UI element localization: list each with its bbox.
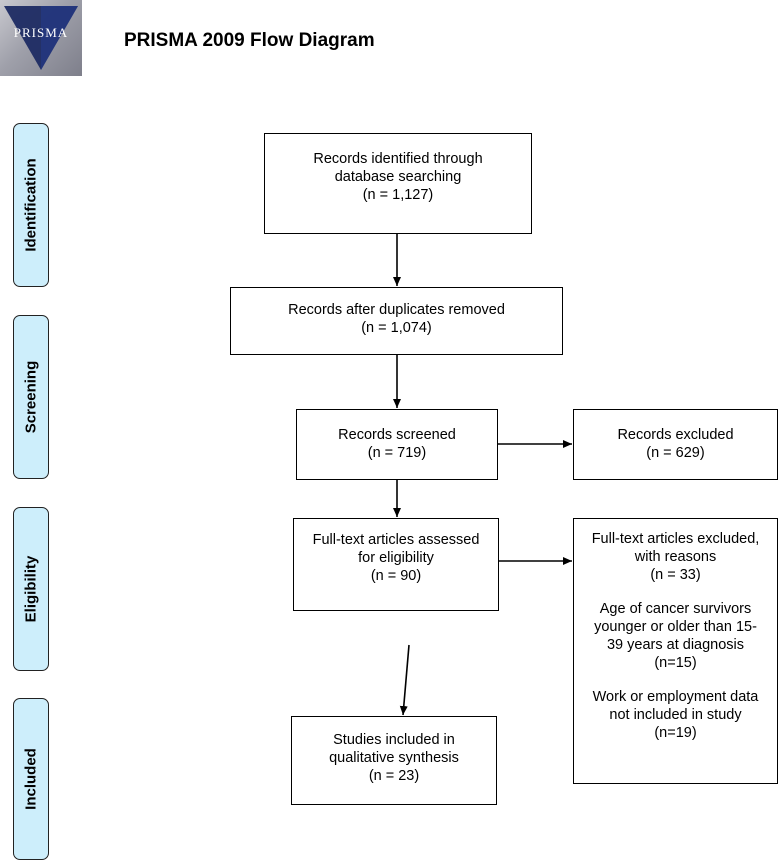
records-screened-label: Records screened	[338, 427, 456, 443]
reason-age-line-1: Age of cancer survivors	[599, 601, 752, 617]
studies-included-line-1: Studies included in	[333, 732, 455, 748]
reason-age-line-2: younger or older than 15-	[594, 619, 757, 635]
fulltext-excluded-line-1: Full-text articles excluded,	[591, 531, 760, 547]
studies-included-line-2: qualitative synthesis	[329, 750, 459, 766]
fulltext-excluded-count: (n = 33)	[650, 567, 701, 583]
records-screened-count: (n = 719)	[367, 445, 427, 461]
records-excluded-label: Records excluded	[617, 427, 734, 443]
fulltext-excluded-box: Full-text articles excluded, with reason…	[573, 518, 778, 784]
prisma-logo: PRISMA	[0, 0, 82, 76]
reason-work-count: (n=19)	[654, 725, 697, 741]
records-excluded-count: (n = 629)	[646, 445, 705, 461]
records-after-duplicates-box: Records after duplicates removed (n = 1,…	[230, 287, 563, 355]
records-excluded-box: Records excluded (n = 629)	[573, 409, 778, 480]
records-after-duplicates-label: Records after duplicates removed	[288, 302, 505, 318]
records-identified-line-2: database searching	[334, 169, 462, 185]
fulltext-assessed-line-2: for eligibility	[358, 550, 434, 566]
stage-screening: Screening	[13, 315, 49, 479]
records-identified-line-1: Records identified through	[313, 151, 483, 167]
fulltext-excluded-line-2: with reasons	[634, 549, 717, 565]
records-identified-box: Records identified through database sear…	[264, 133, 532, 234]
prisma-logo-text: PRISMA	[13, 25, 69, 40]
reason-work-line-2: not included in study	[609, 707, 742, 723]
stage-eligibility: Eligibility	[13, 507, 49, 671]
prisma-logo-triangle-icon	[4, 6, 78, 70]
arrow-fulltext-to-included	[399, 644, 410, 716]
page-title: PRISMA 2009 Flow Diagram	[124, 30, 375, 51]
fulltext-assessed-count: (n = 90)	[370, 568, 422, 584]
stage-included: Included	[13, 698, 49, 860]
records-screened-box: Records screened (n = 719)	[296, 409, 498, 480]
reason-age-line-3: 39 years at diagnosis	[606, 637, 745, 653]
records-identified-count: (n = 1,127)	[362, 187, 434, 203]
studies-included-count: (n = 23)	[368, 768, 420, 784]
fulltext-assessed-line-1: Full-text articles assessed	[312, 532, 480, 548]
studies-included-box: Studies included in qualitative synthesi…	[291, 716, 497, 805]
stage-identification: Identification	[13, 123, 49, 287]
records-after-duplicates-count: (n = 1,074)	[361, 320, 432, 336]
reason-work-line-1: Work or employment data	[592, 689, 759, 705]
fulltext-assessed-box: Full-text articles assessed for eligibil…	[293, 518, 499, 611]
reason-age-count: (n=15)	[654, 655, 697, 671]
